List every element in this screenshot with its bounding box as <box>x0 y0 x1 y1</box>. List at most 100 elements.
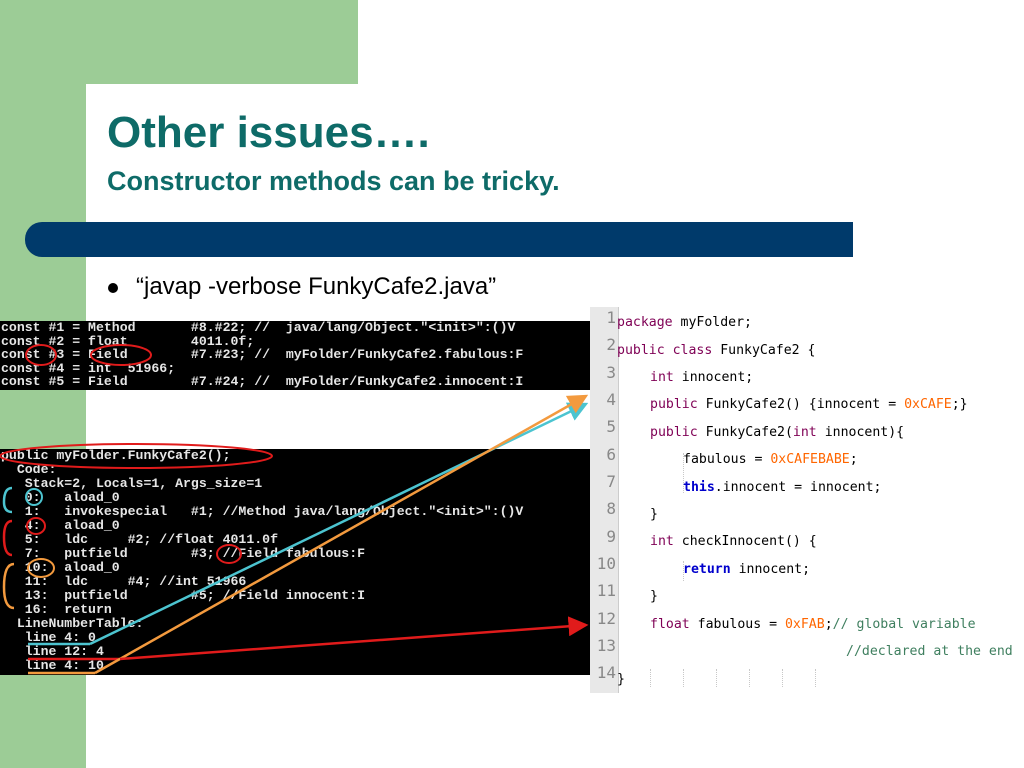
bytecode-line: 13: putfield #5; //Field innocent:I <box>1 588 366 603</box>
red-bracket <box>2 519 13 557</box>
bytecode-line: 11: ldc #4; //int 51966 <box>1 574 247 589</box>
bytecode-line: 16: return <box>1 602 112 617</box>
constant-pool-line: const #1 = Method #8.#22; // java/lang/O… <box>1 321 516 335</box>
cyan-bracket <box>2 486 13 514</box>
line-number: 3 <box>606 363 616 382</box>
indent-guide <box>749 669 750 687</box>
code-line: this.innocent = innocent; <box>683 479 882 497</box>
bytecode-line: line 12: 4 <box>1 644 104 659</box>
bytecode-line: 1: invokespecial #1; //Method java/lang/… <box>1 504 524 519</box>
bytecode-line: Stack=2, Locals=1, Args_size=1 <box>1 476 263 491</box>
line-number: 9 <box>606 527 616 546</box>
code-text: innocent; <box>673 370 754 385</box>
bytecode-line: 5: ldc #2; //float 4011.0f <box>1 532 278 547</box>
code-text: ;} <box>951 397 968 412</box>
code-keyword: this <box>683 480 715 495</box>
code-text: ; <box>849 452 858 467</box>
code-keyword: float <box>650 617 690 632</box>
code-keyword: int <box>792 425 817 440</box>
code-line: public FunkyCafe2() {innocent = 0xCAFE;} <box>650 396 968 414</box>
code-keyword: int <box>650 370 674 385</box>
bytecode-line: 0: aload_0 <box>1 490 120 505</box>
indent-guide <box>683 453 684 493</box>
highlight-ref3-circle <box>216 544 242 564</box>
line-number: 10 <box>596 554 616 573</box>
indent-guide <box>716 669 717 687</box>
line-number: 8 <box>606 499 616 518</box>
indent-guide <box>815 669 816 687</box>
constant-pool-line: const #5 = Field #7.#24; // myFolder/Fun… <box>1 374 524 389</box>
line-number: 1 <box>606 308 616 327</box>
bullet-dot <box>108 283 118 293</box>
highlight-offset10-circle <box>27 558 55 578</box>
indent-guide <box>683 669 684 687</box>
code-text: innocent){ <box>816 425 905 440</box>
constant-pool-line: const #3 = Field #7.#23; // myFolder/Fun… <box>1 347 524 362</box>
code-comment: //declared at the end <box>846 644 1013 659</box>
code-line: float fabulous = 0xFAB;// global variabl… <box>650 616 976 634</box>
line-number: 13 <box>596 636 616 655</box>
line-number: 7 <box>606 472 616 491</box>
bytecode-line: 10: aload_0 <box>1 560 120 575</box>
highlight-field-circle <box>90 344 152 366</box>
code-keyword: public <box>650 425 698 440</box>
indent-guide <box>650 669 651 687</box>
cyan-arrow <box>89 402 589 646</box>
bytecode-line: public myFolder.FunkyCafe2(); <box>1 449 231 463</box>
line-number: 14 <box>596 663 616 682</box>
orange-arrow <box>94 394 589 675</box>
code-text: fabulous = <box>683 452 771 467</box>
highlight-offset4-circle <box>26 517 46 535</box>
code-line: //declared at the end <box>846 643 1013 661</box>
code-line: package myFolder; <box>617 314 752 332</box>
code-text: FunkyCafe2() {innocent = <box>697 397 905 412</box>
code-line: public class FunkyCafe2 { <box>617 342 816 360</box>
highlight-const3-circle <box>25 344 57 366</box>
code-line: int innocent; <box>650 369 753 387</box>
code-keyword: public class <box>617 343 713 358</box>
green-top-block <box>86 0 358 84</box>
red-arrow <box>119 616 589 661</box>
highlight-constructor-ellipse <box>0 443 273 469</box>
line-number: 6 <box>606 445 616 464</box>
code-line: public FunkyCafe2(int innocent){ <box>650 424 904 442</box>
code-text: myFolder; <box>672 315 752 330</box>
code-text: ; <box>824 617 833 632</box>
code-text: FunkyCafe2 { <box>712 343 816 358</box>
source-editor: 1 2 3 4 5 6 7 8 9 10 11 12 13 14 package… <box>590 307 1024 693</box>
code-keyword: return <box>683 562 731 577</box>
constant-pool-terminal: const #1 = Method #8.#22; // java/lang/O… <box>0 321 590 390</box>
code-number: 0xFAB <box>784 617 825 632</box>
line-number: 2 <box>606 335 616 354</box>
indent-guide <box>683 561 684 581</box>
code-text: checkInnocent() { <box>673 534 817 549</box>
bytecode-line: LineNumberTable: <box>1 616 144 631</box>
line-number: 11 <box>596 581 616 600</box>
orange-bracket <box>2 562 15 610</box>
line-number: 5 <box>606 417 616 436</box>
code-keyword: package <box>617 315 673 330</box>
bytecode-terminal: public myFolder.FunkyCafe2(); Code: Stac… <box>0 449 590 675</box>
slide-subtitle: Constructor methods can be tricky. <box>107 166 560 196</box>
code-number: 0xCAFE <box>904 397 952 412</box>
bytecode-line: 7: putfield #3; //Field fabulous:F <box>1 546 366 561</box>
code-keyword: int <box>650 534 674 549</box>
title-divider-band <box>25 222 853 257</box>
code-text: FunkyCafe2( <box>697 425 793 440</box>
code-line: return innocent; <box>683 561 810 579</box>
code-line: } <box>650 589 658 604</box>
code-text: .innocent = innocent; <box>714 480 882 495</box>
code-text: fabulous = <box>689 617 785 632</box>
code-line: } <box>617 672 625 687</box>
code-line: } <box>650 507 658 522</box>
bullet-text: “javap -verbose FunkyCafe2.java” <box>136 273 497 300</box>
code-keyword: public <box>650 397 698 412</box>
highlight-offset0-circle <box>25 488 43 506</box>
line-number-gutter <box>590 307 619 693</box>
line-number: 4 <box>606 390 616 409</box>
bytecode-line: line 4: 0 <box>1 630 96 645</box>
constant-pool-line: const #2 = float 4011.0f; <box>1 333 255 349</box>
slide-title: Other issues…. <box>107 108 430 157</box>
code-text: innocent; <box>730 562 811 577</box>
